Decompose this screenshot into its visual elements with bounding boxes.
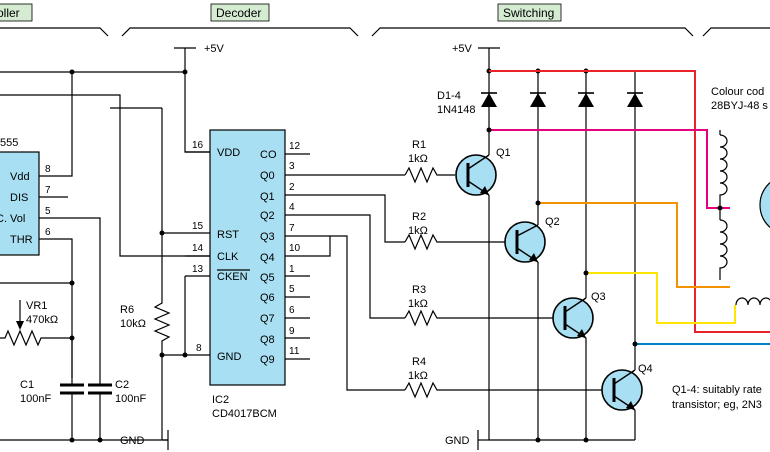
- ic1-pin-label-dis: DIS: [10, 192, 28, 204]
- gnd-label-decoder: GND: [120, 435, 145, 447]
- c2-ref: C2: [115, 379, 129, 391]
- ic2-pin-num-12: 12: [289, 141, 301, 152]
- r3-ref: R3: [412, 284, 426, 296]
- ic2-pin-num-3: 3: [289, 161, 295, 172]
- ic1-pin-num-8: 8: [45, 164, 51, 175]
- ic2-pin-num-5: 5: [289, 284, 295, 295]
- r6-ref: R6: [120, 304, 134, 316]
- vr1-potentiometer: VR1 470kΩ: [0, 300, 72, 347]
- ic2-pin-label-q4: Q4: [260, 252, 275, 264]
- r1-ref: R1: [412, 139, 426, 151]
- diodes-part: 1N4148: [437, 104, 476, 116]
- ic2-pin-label-cken: CKEN: [217, 271, 248, 283]
- ic2-pin-num-16: 16: [192, 140, 204, 151]
- ic2-pin-num-11: 11: [289, 346, 300, 357]
- q3-transistor: Q3: [552, 291, 606, 339]
- ic1-pin-num-6: 6: [45, 227, 51, 238]
- r6-resistor: R6 10kΩ: [120, 300, 171, 355]
- ic2-pin-num-15: 15: [192, 221, 204, 232]
- diodes-d1-d4: D1-4 1N4148: [437, 71, 643, 370]
- ic2-part: CD4017BCM: [212, 408, 277, 420]
- r3-resistor: R3 1kΩ: [404, 284, 555, 327]
- gnd-label-switching: GND: [445, 435, 470, 447]
- ic2-pin-num-9: 9: [289, 326, 295, 337]
- section-label-switching: Switching: [503, 6, 554, 20]
- supply-gnd-switching: GND: [445, 430, 489, 450]
- section-label-controller: oller: [0, 6, 20, 20]
- ic1-555: 555 Vdd DIS C. Vol THR 8 7 5 6: [0, 137, 68, 256]
- r1-value: 1kΩ: [408, 153, 428, 165]
- q2-ref: Q2: [545, 216, 560, 228]
- ic2-pin-num-13: 13: [192, 264, 204, 275]
- r6-value: 10kΩ: [120, 318, 146, 330]
- ic1-pin-label-cvol: C. Vol: [0, 213, 25, 225]
- motor-label-line2: 28BYJ-48 s: [711, 100, 768, 112]
- ic2-pin-label-q7: Q7: [260, 313, 275, 325]
- r2-ref: R2: [412, 211, 426, 223]
- r4-value: 1kΩ: [408, 370, 428, 382]
- q3-ref: Q3: [591, 291, 606, 303]
- ic2-pin-num-2: 2: [289, 182, 295, 193]
- ic1-pin-num-7: 7: [45, 185, 51, 196]
- ic1-pin-num-5: 5: [45, 206, 51, 217]
- ic2-pin-label-q8: Q8: [260, 334, 275, 346]
- section-header-decoder: Decoder: [121, 3, 359, 37]
- diodes-ref: D1-4: [437, 90, 461, 102]
- ic2-pin-label-q0: Q0: [260, 170, 275, 182]
- supply-vplus-decoder: +5V: [174, 43, 225, 72]
- q1-ref: Q1: [496, 147, 511, 159]
- ic2-cd4017: VDD RST CLK CKEN GND 16 15 14 13 8 CO Q0…: [192, 129, 310, 420]
- ic2-pin-label-q3: Q3: [260, 231, 275, 243]
- ic1-name: 555: [0, 137, 18, 149]
- ic2-pin-label-q6: Q6: [260, 292, 275, 304]
- q2-transistor: Q2: [504, 216, 560, 263]
- q1-transistor: Q1: [455, 147, 511, 196]
- motor-coils: [717, 130, 770, 306]
- c1-ref: C1: [20, 379, 34, 391]
- section-header-controller: oller: [0, 3, 109, 37]
- r3-value: 1kΩ: [408, 298, 428, 310]
- c1-value: 100nF: [20, 393, 51, 405]
- ic2-pin-num-7: 7: [289, 223, 295, 234]
- note-line2: transistor; eg, 2N3: [672, 399, 762, 411]
- ic2-pin-num-14: 14: [192, 243, 204, 254]
- r4-ref: R4: [412, 356, 426, 368]
- ic2-pin-num-6: 6: [289, 305, 295, 316]
- section-label-decoder: Decoder: [216, 6, 261, 20]
- ic2-pin-label-vdd: VDD: [217, 147, 240, 159]
- motor-label-line1: Colour cod: [711, 86, 764, 98]
- note-line1: Q1-4: suitably rate: [672, 384, 762, 396]
- ic2-pin-label-rst: RST: [217, 229, 239, 241]
- vplus-label-decoder: +5V: [204, 43, 225, 55]
- ic2-pin-label-clk: CLK: [217, 251, 239, 263]
- r2-value: 1kΩ: [408, 225, 428, 237]
- vr1-ref: VR1: [26, 300, 47, 312]
- r2-resistor: R2 1kΩ: [404, 211, 505, 251]
- ic2-pin-label-q1: Q1: [260, 191, 275, 203]
- ic1-pin-label-vdd: Vdd: [10, 171, 30, 183]
- ic2-pin-label-co: CO: [260, 149, 277, 161]
- ic2-ref: IC2: [212, 394, 229, 406]
- ic2-pin-label-q2: Q2: [260, 210, 275, 222]
- q4-ref: Q4: [638, 363, 653, 375]
- vplus-label-switching: +5V: [452, 43, 473, 55]
- ic1-pin-label-thr: THR: [10, 234, 33, 246]
- ic2-pin-num-4: 4: [289, 202, 295, 213]
- c2-capacitor: C2 100nF: [88, 378, 146, 440]
- vr1-value: 470kΩ: [26, 314, 58, 326]
- supply-vplus-switching: +5V: [452, 43, 500, 71]
- ic2-pin-label-q9: Q9: [260, 354, 275, 366]
- ic2-pin-num-10: 10: [289, 243, 301, 254]
- section-header-switching: Switching: [371, 3, 694, 37]
- q4-transistor: Q4: [601, 363, 653, 411]
- ic2-pin-label-gnd: GND: [217, 351, 242, 363]
- ic2-pin-num-1: 1: [289, 264, 295, 275]
- r1-resistor: R1 1kΩ: [404, 139, 455, 184]
- r4-resistor: R4 1kΩ: [404, 356, 605, 399]
- ic2-pin-num-8: 8: [196, 343, 202, 354]
- ic2-pin-label-q5: Q5: [260, 272, 275, 284]
- c1-capacitor: C1 100nF: [20, 379, 84, 440]
- c2-value: 100nF: [115, 393, 146, 405]
